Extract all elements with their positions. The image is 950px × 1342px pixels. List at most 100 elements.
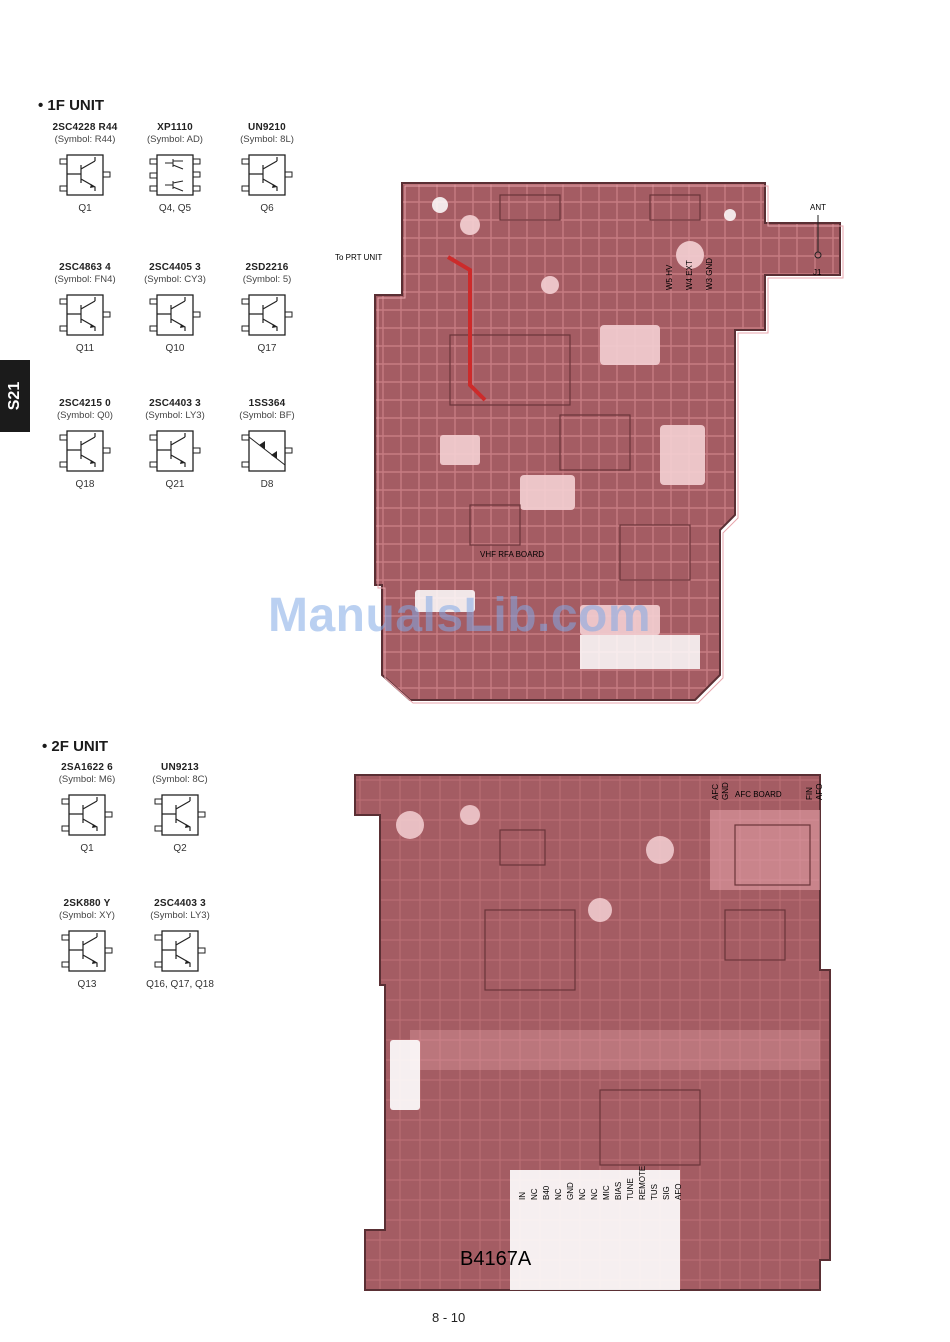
unit2-top-label-afo: AFO	[815, 784, 824, 800]
part-symbol: (Symbol: AD)	[147, 134, 203, 145]
part-reference: Q18	[75, 479, 95, 490]
unit2-top-label-afc: AFC	[711, 784, 720, 800]
unit2-part-3: 2SC4403 3(Symbol: LY3) Q16, Q17, Q18	[135, 898, 225, 990]
transistor-symbol-icon	[149, 430, 201, 472]
side-tab-label: S21	[6, 381, 23, 411]
unit2-pin-label: BIAS	[614, 1182, 623, 1200]
part-symbol: (Symbol: LY3)	[145, 410, 205, 421]
unit1-part-2: UN9210(Symbol: 8L) Q6	[222, 122, 312, 214]
transistor-symbol-icon	[61, 930, 113, 972]
part-reference: Q2	[173, 843, 187, 854]
unit2-pin-label: B40	[542, 1185, 551, 1200]
part-symbol: (Symbol: FN4)	[54, 274, 116, 285]
part-number: 2SC4405 3	[149, 262, 201, 273]
unit1-w4-label: W4 EXT	[685, 260, 694, 290]
unit2-pin-label: MIC	[602, 1185, 611, 1200]
section-side-tab: S21	[0, 360, 30, 432]
part-reference: Q13	[77, 979, 97, 990]
unit2-board-label: AFC BOARD	[735, 790, 782, 799]
part-reference: D8	[260, 479, 274, 490]
part-symbol: (Symbol: M6)	[58, 774, 116, 785]
unit2-top-label-fin: FIN	[805, 787, 814, 800]
unit1-part-8: 1SS364(Symbol: BF) D8	[222, 398, 312, 490]
part-number: XP1110	[157, 122, 193, 133]
unit1-j1-label: J1	[813, 268, 822, 277]
transistor-symbol-icon	[241, 294, 293, 336]
part-reference: Q21	[165, 479, 185, 490]
unit2-top-label-gnd: GND	[721, 782, 730, 800]
unit2-pin-label: NC	[530, 1188, 539, 1200]
unit2-pin-label: GND	[566, 1182, 575, 1200]
part-reference: Q11	[75, 343, 95, 354]
transistor-symbol-icon	[59, 294, 111, 336]
transistor-symbol-icon	[241, 154, 293, 196]
unit1-part-4: 2SC4405 3(Symbol: CY3) Q10	[130, 262, 220, 354]
part-reference: Q1	[80, 843, 94, 854]
part-symbol: (Symbol: 5)	[242, 274, 292, 285]
part-symbol: (Symbol: 8L)	[240, 134, 294, 145]
part-number: UN9210	[248, 122, 286, 133]
unit1-title: • 1F UNIT	[38, 97, 105, 114]
part-symbol: (Symbol: LY3)	[150, 910, 210, 921]
part-symbol: (Symbol: Q0)	[57, 410, 113, 421]
part-reference: Q4, Q5	[158, 203, 192, 214]
unit1-part-0: 2SC4228 R44(Symbol: R44) Q1	[40, 122, 130, 214]
part-number: 2SC4403 3	[149, 398, 201, 409]
unit2-pin-label: NC	[578, 1188, 587, 1200]
unit1-pcb-board: VHF RFA BOARD To PRT UNIT ANT J1 W5 HV W…	[335, 182, 844, 704]
part-symbol: (Symbol: R44)	[54, 134, 116, 145]
unit2-pin-label: REMOTE	[638, 1166, 647, 1200]
unit2-pin-label: TUS	[650, 1184, 659, 1200]
unit2-title: • 2F UNIT	[42, 738, 109, 755]
part-reference: Q6	[260, 203, 274, 214]
watermark: ManualsLib.com	[268, 589, 652, 642]
unit1-part-1: XP1110(Symbol: AD) Q4, Q5	[130, 122, 220, 214]
part-number: 2SC4863 4	[59, 262, 111, 273]
unit2-board-code: B4167A	[460, 1248, 532, 1270]
part-reference: Q16, Q17, Q18	[146, 979, 214, 990]
unit2-pin-label: SIG	[662, 1186, 671, 1200]
transistor-symbol-icon	[241, 430, 293, 472]
part-number: 2SK880 Y	[63, 898, 111, 909]
unit1-ant-label: ANT	[810, 203, 826, 212]
transistor-symbol-icon	[149, 154, 201, 196]
transistor-symbol-icon	[149, 294, 201, 336]
part-number: 2SC4215 0	[59, 398, 111, 409]
unit2-pin-label: NC	[554, 1188, 563, 1200]
unit1-part-3: 2SC4863 4(Symbol: FN4) Q11	[40, 262, 130, 354]
unit2-pin-label: TUNE	[626, 1178, 635, 1200]
part-number: 1SS364	[248, 398, 286, 409]
unit1-to-label: To PRT UNIT	[335, 253, 382, 262]
part-reference: Q1	[78, 203, 92, 214]
unit2-part-2: 2SK880 Y(Symbol: XY) Q13	[42, 898, 132, 990]
unit1-board-label: VHF RFA BOARD	[480, 550, 544, 559]
unit2-part-1: UN9213(Symbol: 8C) Q2	[135, 762, 225, 854]
unit2-part-0: 2SA1622 6(Symbol: M6) Q1	[42, 762, 132, 854]
unit1-part-6: 2SC4215 0(Symbol: Q0) Q18	[40, 398, 130, 490]
transistor-symbol-icon	[61, 794, 113, 836]
unit2-pin-label: IN	[518, 1192, 527, 1200]
part-reference: Q10	[165, 343, 185, 354]
part-symbol: (Symbol: CY3)	[144, 274, 206, 285]
transistor-symbol-icon	[154, 930, 206, 972]
transistor-symbol-icon	[154, 794, 206, 836]
part-reference: Q17	[257, 343, 277, 354]
part-symbol: (Symbol: XY)	[59, 910, 115, 921]
transistor-symbol-icon	[59, 154, 111, 196]
unit1-part-5: 2SD2216(Symbol: 5) Q17	[222, 262, 312, 354]
transistor-symbol-icon	[59, 430, 111, 472]
unit1-part-7: 2SC4403 3(Symbol: LY3) Q21	[130, 398, 220, 490]
part-number: UN9213	[161, 762, 199, 773]
part-number: 2SC4228 R44	[52, 122, 118, 133]
unit2-pin-label: NC	[590, 1188, 599, 1200]
part-number: 2SA1622 6	[61, 762, 113, 773]
page-number: 8 - 10	[432, 1310, 466, 1325]
part-number: 2SD2216	[245, 262, 289, 273]
part-number: 2SC4403 3	[154, 898, 206, 909]
part-symbol: (Symbol: 8C)	[152, 774, 208, 785]
unit1-w3-label: W3 GND	[705, 258, 714, 290]
unit2-pin-label: AFO	[674, 1184, 683, 1200]
unit1-w5-label: W5 HV	[665, 264, 674, 290]
part-symbol: (Symbol: BF)	[239, 410, 295, 421]
